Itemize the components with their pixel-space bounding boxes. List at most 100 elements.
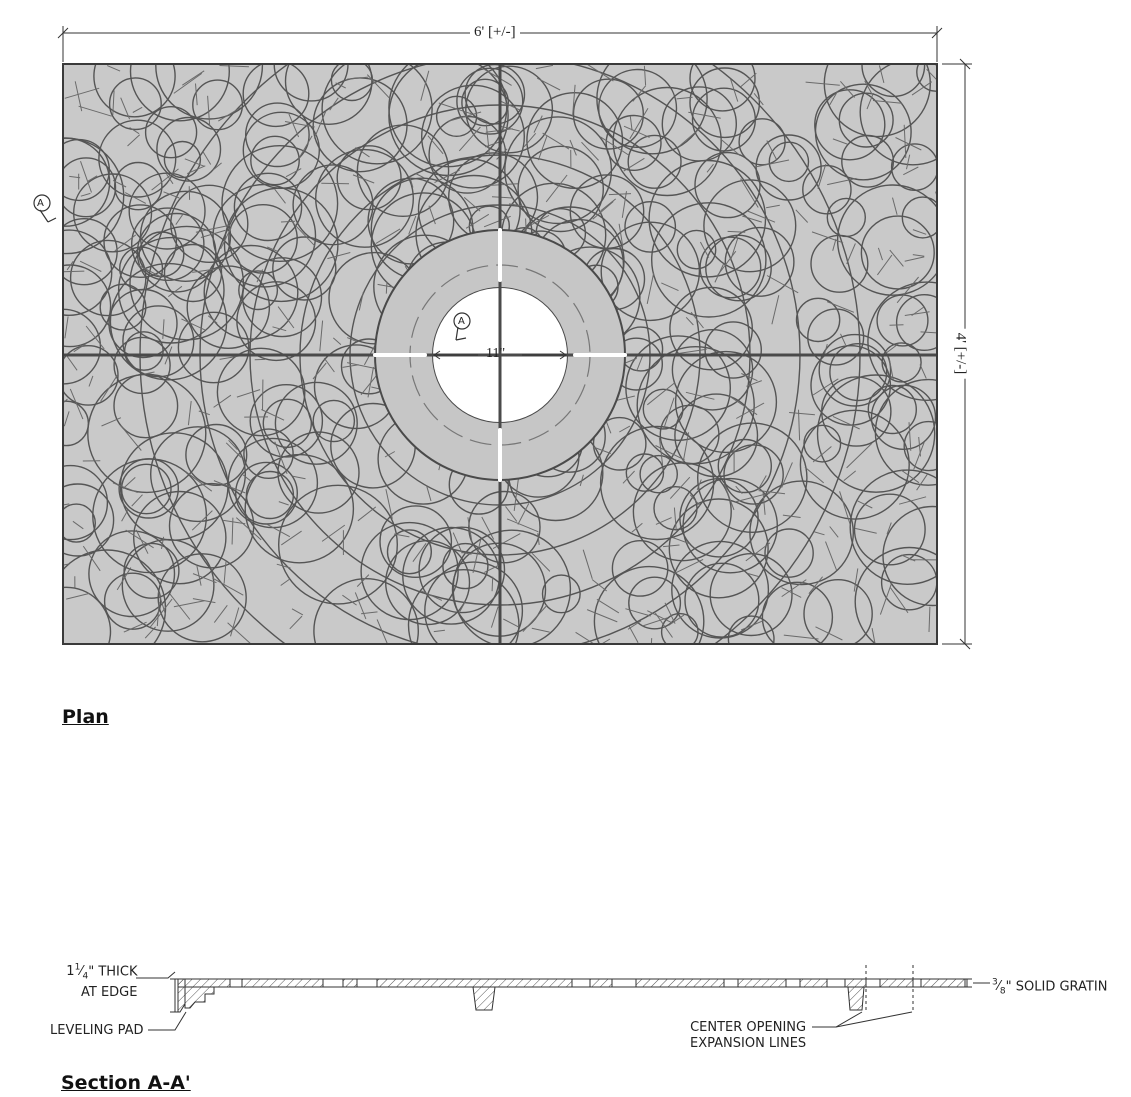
pattern-stroke [195, 83, 198, 106]
pattern-circle [63, 137, 125, 255]
pattern-stroke [461, 551, 472, 555]
pattern-stroke [840, 333, 847, 346]
pattern-stroke [485, 141, 501, 148]
pattern-circle [694, 151, 761, 219]
pattern-circle [749, 480, 854, 586]
pattern-stroke [281, 530, 302, 546]
pattern-stroke [812, 446, 832, 463]
pattern-stroke [517, 503, 530, 525]
pattern-stroke [156, 601, 160, 627]
pattern-circle [461, 78, 509, 127]
pattern-stroke [63, 398, 68, 404]
pattern-circle [312, 399, 356, 443]
pattern-stroke [908, 422, 912, 451]
pattern-stroke [832, 238, 837, 251]
pattern-stroke [672, 537, 690, 545]
pattern-circle [853, 493, 926, 566]
pattern-stroke [490, 606, 499, 628]
pattern-circle [596, 64, 708, 155]
pattern-stroke [596, 598, 620, 614]
pattern-stroke [321, 524, 346, 542]
pattern-stroke [496, 148, 508, 160]
pattern-circle [379, 505, 453, 578]
pattern-stroke [166, 173, 174, 185]
pattern-circle [313, 578, 419, 644]
pattern-stroke [904, 256, 925, 262]
pattern-stroke [911, 81, 933, 96]
pattern-circle [569, 174, 645, 250]
pattern-stroke [919, 364, 927, 379]
pattern-stroke [783, 634, 819, 640]
pattern-circle [901, 196, 937, 239]
pattern-stroke [723, 483, 735, 511]
section-marker-left [33, 194, 57, 223]
pattern-circle [860, 215, 935, 290]
pattern-stroke [280, 220, 296, 223]
pattern-stroke [120, 97, 131, 120]
pattern-stroke [753, 92, 764, 106]
pattern-circle [277, 431, 360, 514]
pattern-stroke [366, 74, 390, 99]
pattern-stroke [896, 276, 919, 304]
pattern-stroke [846, 243, 856, 265]
pattern-circle [274, 381, 358, 465]
pattern-stroke [758, 490, 786, 495]
pattern-stroke [668, 614, 685, 626]
pattern-stroke [291, 608, 304, 616]
pattern-circle [103, 204, 178, 279]
pattern-stroke [192, 267, 224, 273]
pattern-circle [882, 505, 937, 607]
pattern-stroke [426, 485, 432, 502]
pattern-circle [360, 521, 459, 621]
pattern-stroke [889, 324, 904, 326]
pattern-stroke [503, 618, 520, 628]
pattern-circle [795, 297, 841, 343]
pattern-circle [703, 179, 797, 273]
pattern-stroke [912, 229, 927, 235]
pattern-stroke [64, 87, 100, 99]
pattern-stroke [276, 563, 291, 569]
pattern-stroke [581, 141, 599, 161]
pattern-circle [442, 542, 489, 590]
pattern-stroke [817, 163, 827, 189]
pattern-stroke [158, 591, 167, 615]
pattern-stroke [163, 191, 180, 199]
pattern-circle [452, 529, 572, 644]
pattern-stroke [688, 111, 721, 119]
pattern-stroke [231, 517, 234, 545]
pattern-stroke [481, 516, 495, 540]
pattern-circle [216, 347, 306, 437]
pattern-stroke [663, 397, 675, 429]
pattern-stroke [112, 482, 138, 493]
pattern-circle [836, 184, 937, 296]
pattern-stroke [342, 594, 357, 606]
pattern-stroke [658, 437, 664, 466]
pattern-stroke [864, 80, 873, 95]
pattern-stroke [901, 554, 916, 562]
pattern-stroke [826, 301, 855, 313]
pattern-stroke [129, 127, 140, 135]
pattern-circle [814, 83, 912, 181]
pattern-circle [367, 177, 455, 265]
pattern-stroke [220, 227, 232, 250]
pattern-stroke [505, 506, 518, 522]
pattern-stroke [631, 522, 643, 533]
pattern-circle [676, 229, 717, 270]
pattern-stroke [483, 215, 511, 228]
pattern-stroke [745, 542, 771, 562]
pattern-stroke [438, 102, 472, 115]
pattern-stroke [72, 520, 84, 530]
pattern-stroke [352, 174, 375, 184]
pattern-circle [63, 229, 113, 316]
pattern-circle [243, 428, 294, 480]
pattern-stroke [754, 159, 790, 168]
pattern-stroke [825, 541, 837, 571]
pattern-circle [668, 498, 769, 599]
pattern-stroke [501, 101, 522, 111]
pattern-stroke [889, 587, 909, 614]
pattern-stroke [815, 626, 843, 641]
pattern-circle [156, 116, 222, 182]
pattern-stroke [650, 638, 653, 644]
pattern-circle [632, 462, 732, 562]
